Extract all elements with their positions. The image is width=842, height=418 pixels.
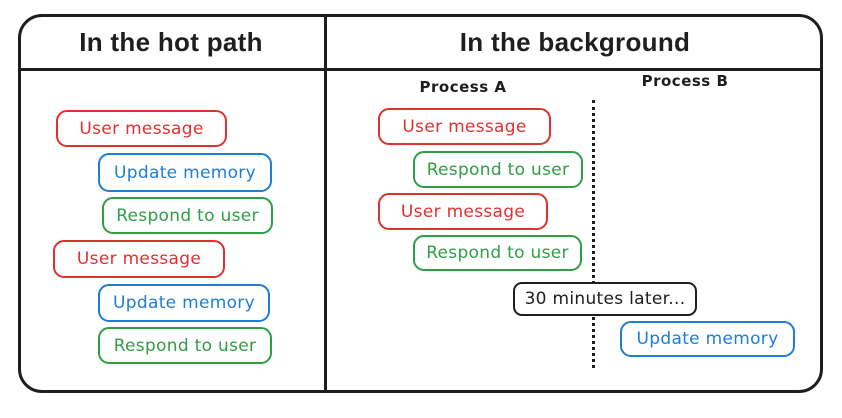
background-title: In the background (459, 27, 691, 57)
step-box-user-message: User message (56, 110, 227, 147)
process-a-label: Process A (419, 78, 507, 96)
process-divider-dotted-line (592, 100, 595, 368)
panel-divider-line (324, 15, 327, 392)
step-box-update-memory: Update memory (620, 321, 795, 357)
process-b-label: Process B (641, 72, 729, 90)
step-box-user-message: User message (378, 108, 551, 145)
step-box-respond-to-user: Respond to user (98, 327, 272, 364)
diagram-frame (18, 14, 823, 393)
step-box-respond-to-user: Respond to user (102, 197, 273, 234)
note-box-30-minutes-later: 30 minutes later... (513, 282, 697, 316)
header-separator-line (19, 68, 822, 71)
step-box-update-memory: Update memory (98, 284, 270, 322)
step-box-respond-to-user: Respond to user (413, 235, 582, 271)
step-box-user-message: User message (378, 193, 548, 230)
step-box-respond-to-user: Respond to user (413, 151, 583, 188)
step-box-user-message: User message (53, 240, 225, 278)
hot-path-title: In the hot path (79, 27, 263, 57)
step-box-update-memory: Update memory (98, 153, 272, 192)
